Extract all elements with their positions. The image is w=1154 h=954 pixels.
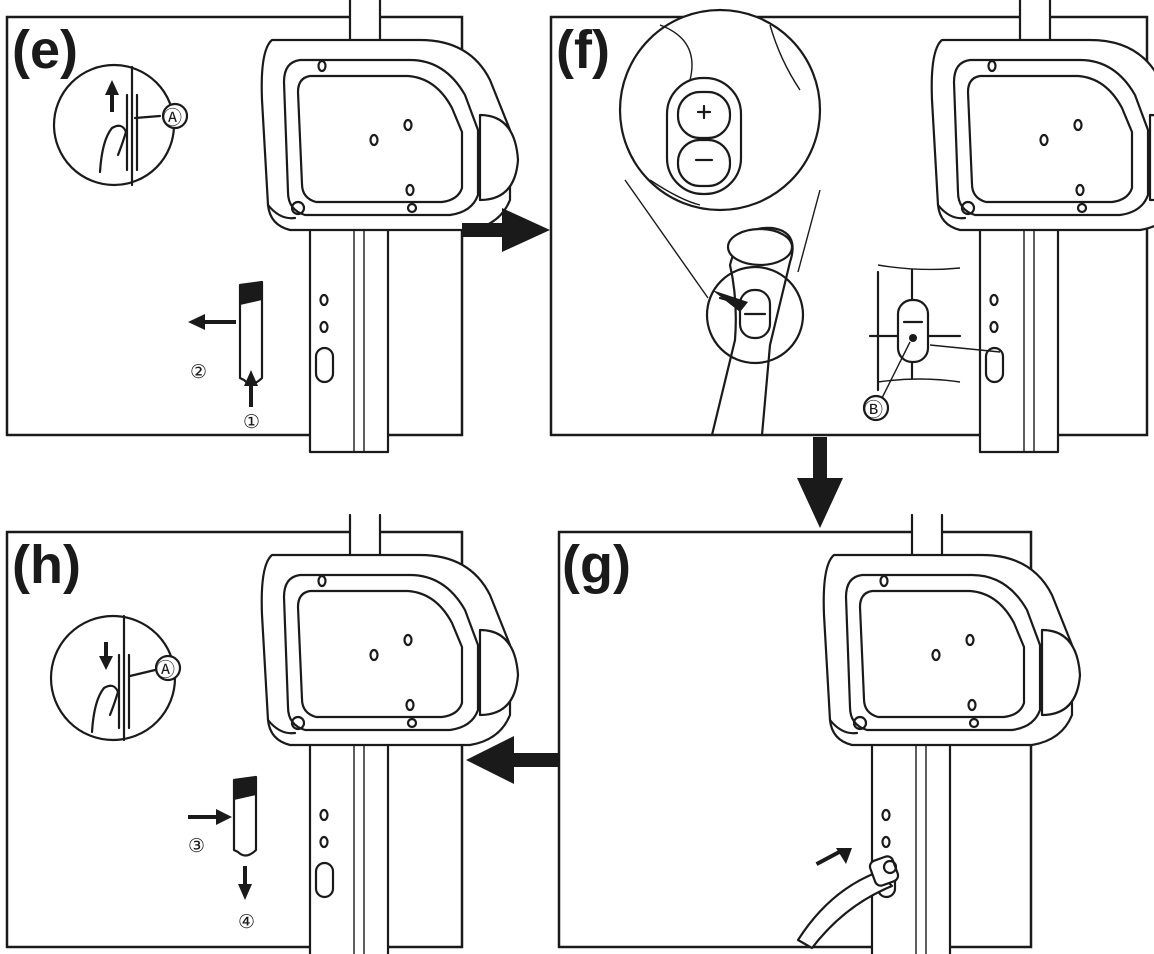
panel-label-h: (h) — [12, 535, 81, 595]
panel-e: (e) Ⓐ ② ① — [5, 0, 520, 454]
detail-b: Ⓑ — [862, 264, 1001, 422]
arrow-up-icon — [105, 80, 119, 95]
callout-a-circle — [154, 654, 182, 682]
panel-label-f: (f) — [556, 20, 610, 80]
button-magnifier — [618, 8, 822, 299]
arrow-right-icon — [712, 290, 748, 312]
arrow-down-icon — [238, 884, 252, 900]
arrow-down-icon — [99, 656, 113, 670]
panel-g: (g) — [557, 513, 1082, 954]
callout-a-circle — [161, 102, 189, 130]
detail-magnifier: Ⓐ — [49, 614, 182, 742]
panel-f: (f) — [549, 0, 1154, 454]
cover-piece — [188, 280, 264, 407]
step-3-label: ③ — [188, 835, 205, 857]
step-2-label: ② — [190, 361, 207, 383]
flow-arrow-g-to-h — [466, 736, 558, 784]
arrow-left-icon — [188, 314, 205, 330]
step-1-label: ① — [243, 411, 260, 433]
detail-magnifier: Ⓐ — [52, 63, 189, 187]
flow-arrow-f-to-g — [797, 437, 843, 528]
arrow-right-icon — [216, 809, 232, 825]
step-4-label: ④ — [238, 911, 255, 933]
panel-label-g: (g) — [562, 535, 631, 595]
callout-a: Ⓐ — [156, 659, 175, 681]
power-cable — [796, 848, 900, 950]
panel-h: (h) Ⓐ ③ ④ — [5, 513, 520, 954]
cover-piece — [188, 775, 258, 900]
arrow-up-icon — [244, 370, 258, 386]
callout-b-circle — [862, 394, 890, 422]
callout-b: Ⓑ — [864, 399, 883, 421]
arrow-up-right-icon — [836, 848, 852, 864]
callout-a: Ⓐ — [163, 107, 182, 129]
panel-label-e: (e) — [12, 20, 78, 80]
handle-grip — [705, 226, 805, 437]
plus-icon — [696, 104, 712, 120]
